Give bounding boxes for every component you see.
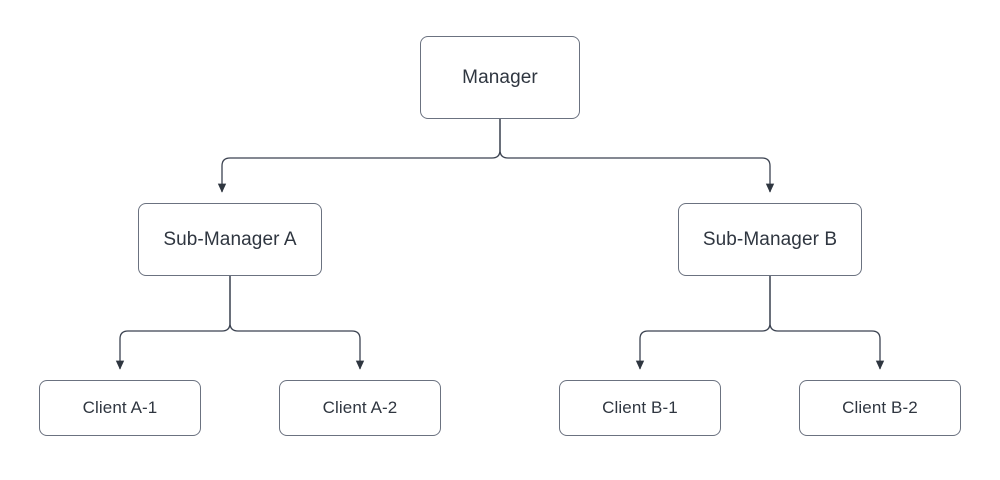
node-client-b-1[interactable]: Client B-1: [559, 380, 721, 436]
edge-sub-b-to-client-b1: [635, 276, 771, 370]
node-sub-manager-b-label: Sub-Manager B: [702, 228, 838, 250]
node-sub-manager-a-label: Sub-Manager A: [163, 228, 297, 250]
edge-sub-b-to-client-b2: [769, 276, 885, 370]
node-sub-manager-a[interactable]: Sub-Manager A: [138, 203, 322, 276]
node-sub-manager-b[interactable]: Sub-Manager B: [678, 203, 862, 276]
edge-manager-to-sub-b: [499, 119, 775, 193]
node-client-b-2-label: Client B-2: [842, 398, 918, 417]
edge-manager-to-sub-a: [217, 119, 501, 193]
node-client-b-1-label: Client B-1: [602, 398, 678, 417]
node-manager-label: Manager: [462, 66, 538, 88]
node-client-a-1[interactable]: Client A-1: [39, 380, 201, 436]
node-manager[interactable]: Manager: [420, 36, 580, 119]
node-client-a-2-label: Client A-2: [322, 398, 398, 417]
edge-sub-a-to-client-a2: [229, 276, 365, 370]
node-client-a-1-label: Client A-1: [82, 398, 158, 417]
edge-sub-a-to-client-a1: [115, 276, 231, 370]
node-client-b-2[interactable]: Client B-2: [799, 380, 961, 436]
node-client-a-2[interactable]: Client A-2: [279, 380, 441, 436]
